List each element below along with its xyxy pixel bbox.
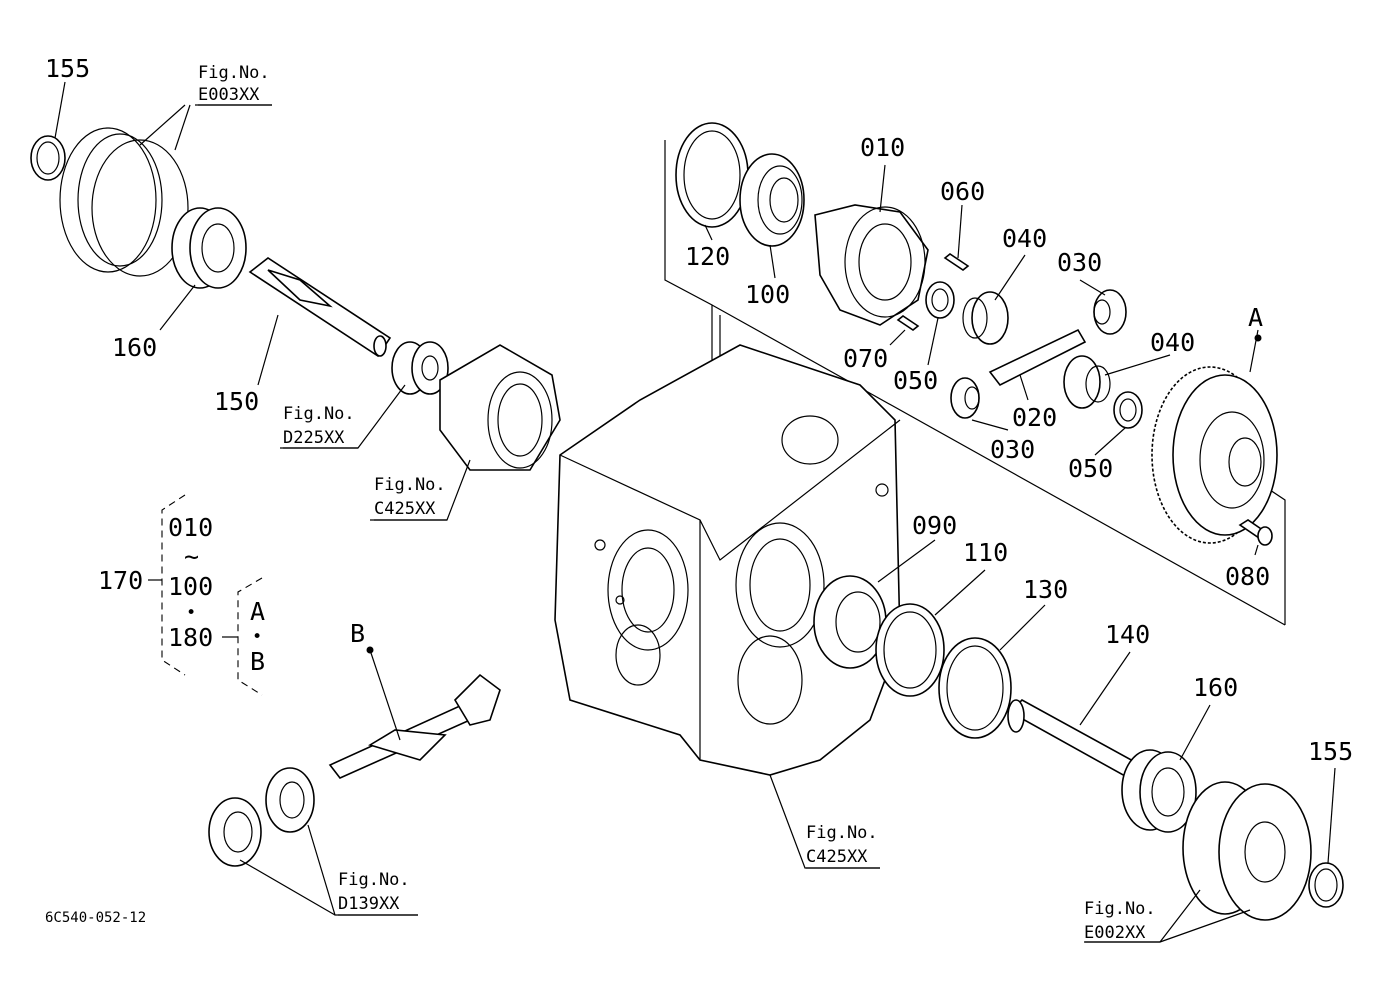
pinion-gear-030-top[interactable] [1093, 289, 1127, 335]
fig-ref-e002-label: Fig.No. [1084, 899, 1156, 919]
callout-050-right[interactable]: 050 [1068, 454, 1113, 483]
callout-020[interactable]: 020 [1012, 403, 1057, 432]
callout-150[interactable]: 150 [214, 387, 259, 416]
transmission-case[interactable] [554, 344, 901, 776]
callout-140[interactable]: 140 [1105, 620, 1150, 649]
fig-ref-e003-label: Fig.No. [198, 63, 270, 83]
ball-bearing-160-right[interactable] [1121, 749, 1197, 833]
callout-090[interactable]: 090 [912, 511, 957, 540]
callout-040-top[interactable]: 040 [1002, 224, 1047, 253]
callout-080[interactable]: 080 [1225, 562, 1270, 591]
callout-A[interactable]: A [1248, 303, 1263, 332]
callout-110[interactable]: 110 [963, 538, 1008, 567]
fig-ref-c425-bottom-code[interactable]: C425XX [806, 847, 868, 867]
thrust-washer-050-mid[interactable] [925, 281, 955, 319]
callout-155-right[interactable]: 155 [1308, 737, 1353, 766]
assembly-legend-bracket [148, 494, 263, 696]
side-gear-040-top[interactable] [962, 291, 1009, 345]
snap-ring-130[interactable] [938, 637, 1012, 739]
bolt-080[interactable] [1238, 519, 1273, 546]
callout-120[interactable]: 120 [685, 242, 730, 271]
legend-dot-1: • [186, 603, 196, 623]
callout-070[interactable]: 070 [843, 344, 888, 373]
legend-A: A [250, 597, 265, 626]
callout-010[interactable]: 010 [860, 133, 905, 162]
fig-ref-e003-code[interactable]: E003XX [198, 85, 260, 105]
legend-range-start: 010 [168, 513, 213, 542]
bearing-100[interactable] [739, 153, 805, 247]
legend-B: B [250, 647, 265, 676]
legend-assembly-170[interactable]: 170 [98, 566, 143, 595]
coupling-d225[interactable] [391, 341, 449, 395]
oil-seal-090[interactable] [813, 575, 887, 669]
fig-ref-d139-code[interactable]: D139XX [338, 894, 400, 914]
pin-060[interactable] [943, 253, 970, 271]
callout-160-right[interactable]: 160 [1193, 673, 1238, 702]
legend-range-tilde: ~ [184, 542, 199, 571]
legend-part-180: 180 [168, 623, 213, 652]
bevel-pinion-shaft-B[interactable] [328, 673, 501, 779]
fig-ref-c425-top-label: Fig.No. [374, 475, 446, 495]
snap-ring-155-right[interactable] [1308, 862, 1344, 908]
callout-060[interactable]: 060 [940, 177, 985, 206]
callout-030-bottom[interactable]: 030 [990, 435, 1035, 464]
fig-ref-underlines [198, 104, 1160, 943]
callout-050-mid[interactable]: 050 [893, 366, 938, 395]
fig-ref-d225-code[interactable]: D225XX [283, 428, 345, 448]
bearing-cover-e003[interactable] [59, 127, 189, 277]
legend-range-end: 100 [168, 572, 213, 601]
differential-case-010[interactable] [814, 204, 929, 326]
callout-040-right[interactable]: 040 [1150, 328, 1195, 357]
fig-ref-c425-bottom-label: Fig.No. [806, 823, 878, 843]
callout-160-left[interactable]: 160 [112, 333, 157, 362]
fig-ref-d139-label: Fig.No. [338, 870, 410, 890]
ball-bearing-160-left[interactable] [171, 207, 247, 289]
shim-120[interactable] [675, 122, 749, 228]
front-housing-c425[interactable] [439, 344, 561, 471]
callout-030-top[interactable]: 030 [1057, 248, 1102, 277]
bearing-d139-inner[interactable] [265, 767, 315, 833]
fig-ref-d225-label: Fig.No. [283, 404, 355, 424]
callout-B[interactable]: B [350, 619, 365, 648]
pinion-gear-030-bottom[interactable] [950, 377, 980, 419]
drawing-part-number: 6C540-052-12 [45, 910, 146, 926]
ring-gear-A[interactable] [1151, 366, 1278, 544]
thrust-washer-050-right[interactable] [1113, 391, 1143, 429]
pinion-shaft-020[interactable] [988, 328, 1087, 387]
callout-130[interactable]: 130 [1023, 575, 1068, 604]
shim-110[interactable] [875, 603, 945, 697]
side-gear-040-right[interactable] [1063, 355, 1111, 409]
output-shaft-140[interactable] [1007, 699, 1137, 778]
bearing-d139-outer[interactable] [208, 797, 262, 867]
legend-dot-2: • [252, 627, 262, 647]
fig-ref-c425-top-code[interactable]: C425XX [374, 499, 436, 519]
callout-100[interactable]: 100 [745, 280, 790, 309]
callout-155-left[interactable]: 155 [45, 54, 90, 83]
pin-070[interactable] [896, 315, 920, 331]
input-shaft-150[interactable] [248, 257, 392, 358]
fig-ref-e002-code[interactable]: E002XX [1084, 923, 1146, 943]
bearing-cover-e002[interactable] [1182, 781, 1312, 921]
snap-ring-155-left[interactable] [30, 135, 66, 181]
